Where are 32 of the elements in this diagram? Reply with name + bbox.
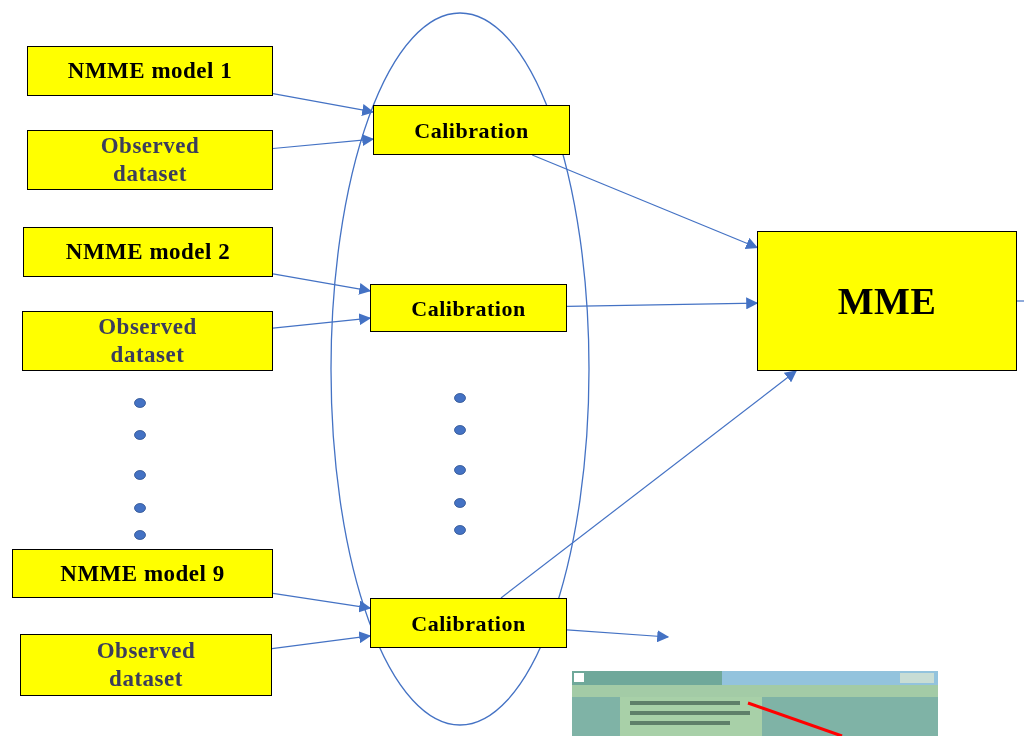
arrow [272,592,372,613]
process-box [27,46,273,96]
process-box [23,227,273,277]
box-label: Observed dataset [97,313,198,369]
arrow [531,154,759,249]
box-label: Calibration [411,609,526,637]
process-box [370,598,567,648]
arrow [272,134,375,150]
process-box [12,549,273,598]
box-label: Observed dataset [99,132,201,188]
box-label: NMME model 1 [67,57,233,85]
process-box [20,634,272,696]
box-label: NMME model 9 [60,559,225,588]
process-box [370,284,567,332]
box-label: NMME model 2 [65,238,231,266]
arrow [272,313,372,329]
box-label: Calibration [414,116,529,144]
box-label: Calibration [411,294,526,322]
arrow [566,297,759,310]
arrow [500,370,797,599]
process-box [22,311,273,371]
connector-line [1016,300,1024,302]
arrow [272,92,375,116]
grouping-ellipse [330,12,590,726]
output-box [757,231,1017,371]
box-label: MME [837,279,937,323]
box-label: Observed dataset [95,637,197,693]
arrow [272,273,372,295]
process-box [27,130,273,190]
arrow [566,629,670,643]
arrow [271,631,372,650]
process-box [373,105,570,155]
